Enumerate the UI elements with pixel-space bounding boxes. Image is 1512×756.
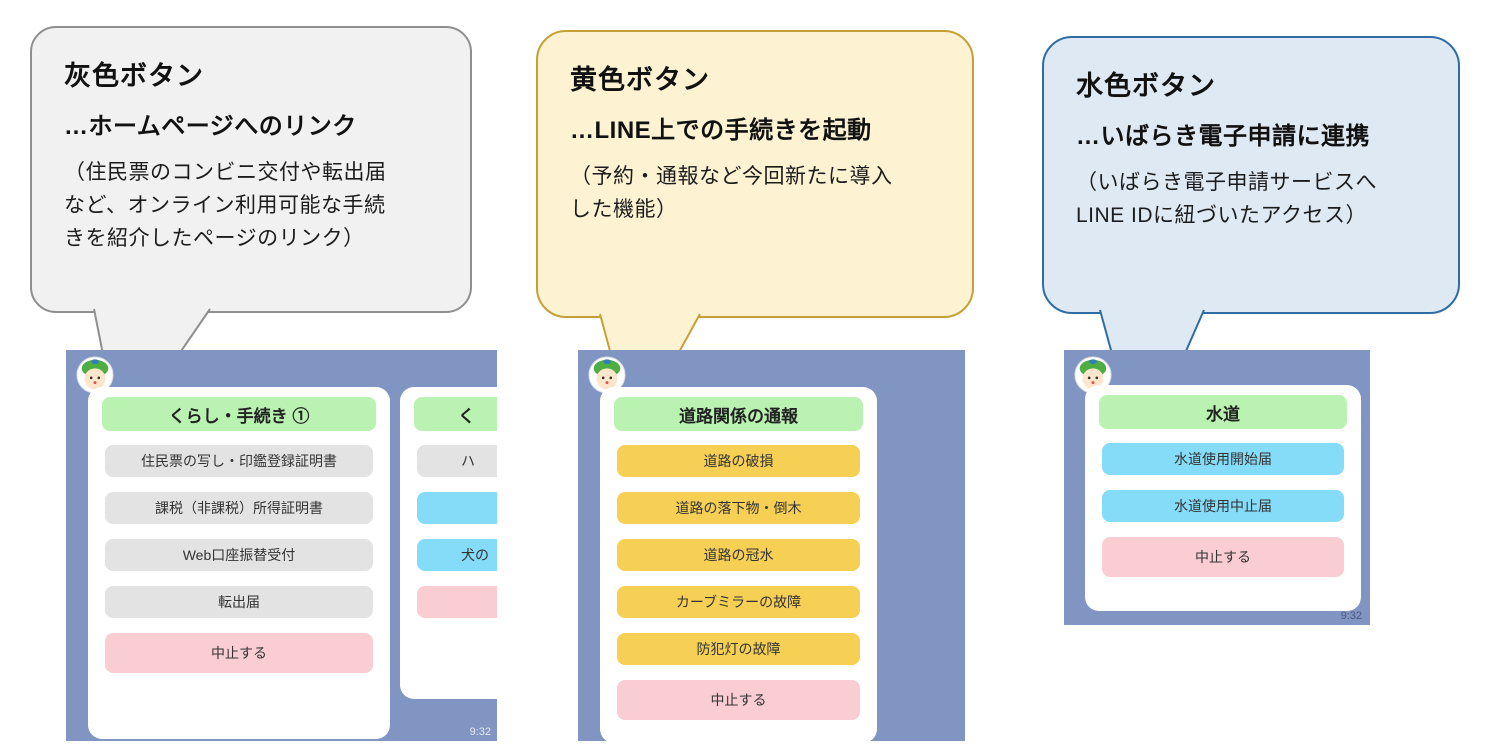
callout-subtitle: …LINE上での手続きを起動 <box>570 117 872 144</box>
callout-title: 灰色ボタン <box>64 61 204 91</box>
menu-button[interactable]: 住民票の写し・印鑑登録証明書 <box>105 445 373 477</box>
mascot-avatar-icon <box>76 356 114 394</box>
menu-button[interactable]: ハ <box>417 445 497 477</box>
menu-header: 道路関係の通報 <box>614 397 863 431</box>
mascot-avatar-icon <box>588 356 626 394</box>
cancel-button[interactable]: 中止する <box>617 680 860 720</box>
menu-button[interactable]: 道路の破損 <box>617 445 860 477</box>
callout-subtitle: …ホームページへのリンク <box>64 113 357 140</box>
callout-yellow-button: 黄色ボタン …LINE上での手続きを起動 （予約・通報など今回新たに導入 した機… <box>536 30 974 439</box>
menu-button[interactable] <box>417 492 497 524</box>
menu-header: くらし・手続き ① <box>102 397 376 431</box>
richmenu-card: くらし・手続き ① 住民票の写し・印鑑登録証明書 課税（非課税）所得証明書 We… <box>88 387 390 739</box>
callout-gray-button: 灰色ボタン …ホームページへのリンク （住民票のコンビニ交付や転出届 など、オン… <box>30 26 472 443</box>
menu-button[interactable]: 水道使用開始届 <box>1102 443 1344 475</box>
callout-subtitle: …いばらき電子申請に連携 <box>1076 123 1370 150</box>
timestamp: 9:32 <box>469 726 491 738</box>
chat-screenshot-road-reports: 道路関係の通報 道路の破損 道路の落下物・倒木 道路の冠水 カーブミラーの故障 … <box>578 350 965 741</box>
menu-button[interactable]: カーブミラーの故障 <box>617 586 860 618</box>
menu-header: 水道 <box>1099 395 1347 429</box>
callout-body: （住民票のコンビニ交付や転出届 など、オンライン利用可能な手続 きを紹介したペー… <box>64 161 387 251</box>
menu-button[interactable]: 課税（非課税）所得証明書 <box>105 492 373 524</box>
chat-screenshot-procedures: くらし・手続き ① 住民票の写し・印鑑登録証明書 課税（非課税）所得証明書 We… <box>66 350 497 741</box>
menu-button[interactable]: 道路の落下物・倒木 <box>617 492 860 524</box>
callout-title: 水色ボタン <box>1076 71 1216 101</box>
menu-button[interactable]: 転出届 <box>105 586 373 618</box>
chat-screenshot-water: 水道 水道使用開始届 水道使用中止届 中止する 9:32 <box>1064 350 1370 625</box>
richmenu-card-partial: く ハ 犬の <box>400 387 497 699</box>
menu-button[interactable]: Web口座振替受付 <box>105 539 373 571</box>
richmenu-card: 水道 水道使用開始届 水道使用中止届 中止する <box>1085 385 1361 611</box>
callout-body: （予約・通報など今回新たに導入 した機能） <box>570 165 893 222</box>
cancel-button[interactable] <box>417 586 497 618</box>
menu-header: く <box>414 397 497 431</box>
cancel-button[interactable]: 中止する <box>1102 537 1344 577</box>
timestamp: 9:32 <box>1340 610 1362 622</box>
mascot-avatar-icon <box>1074 356 1112 394</box>
menu-button[interactable]: 道路の冠水 <box>617 539 860 571</box>
richmenu-card: 道路関係の通報 道路の破損 道路の落下物・倒木 道路の冠水 カーブミラーの故障 … <box>600 387 877 741</box>
callout-lightblue-button: 水色ボタン …いばらき電子申請に連携 （いばらき電子申請サービスへ LINE I… <box>1042 36 1460 459</box>
menu-button[interactable]: 犬の <box>417 539 497 571</box>
cancel-button[interactable]: 中止する <box>105 633 373 673</box>
callout-body: （いばらき電子申請サービスへ LINE IDに紐づいたアクセス） <box>1076 171 1377 228</box>
menu-button[interactable]: 防犯灯の故障 <box>617 633 860 665</box>
callout-title: 黄色ボタン <box>570 65 710 95</box>
menu-button[interactable]: 水道使用中止届 <box>1102 490 1344 522</box>
